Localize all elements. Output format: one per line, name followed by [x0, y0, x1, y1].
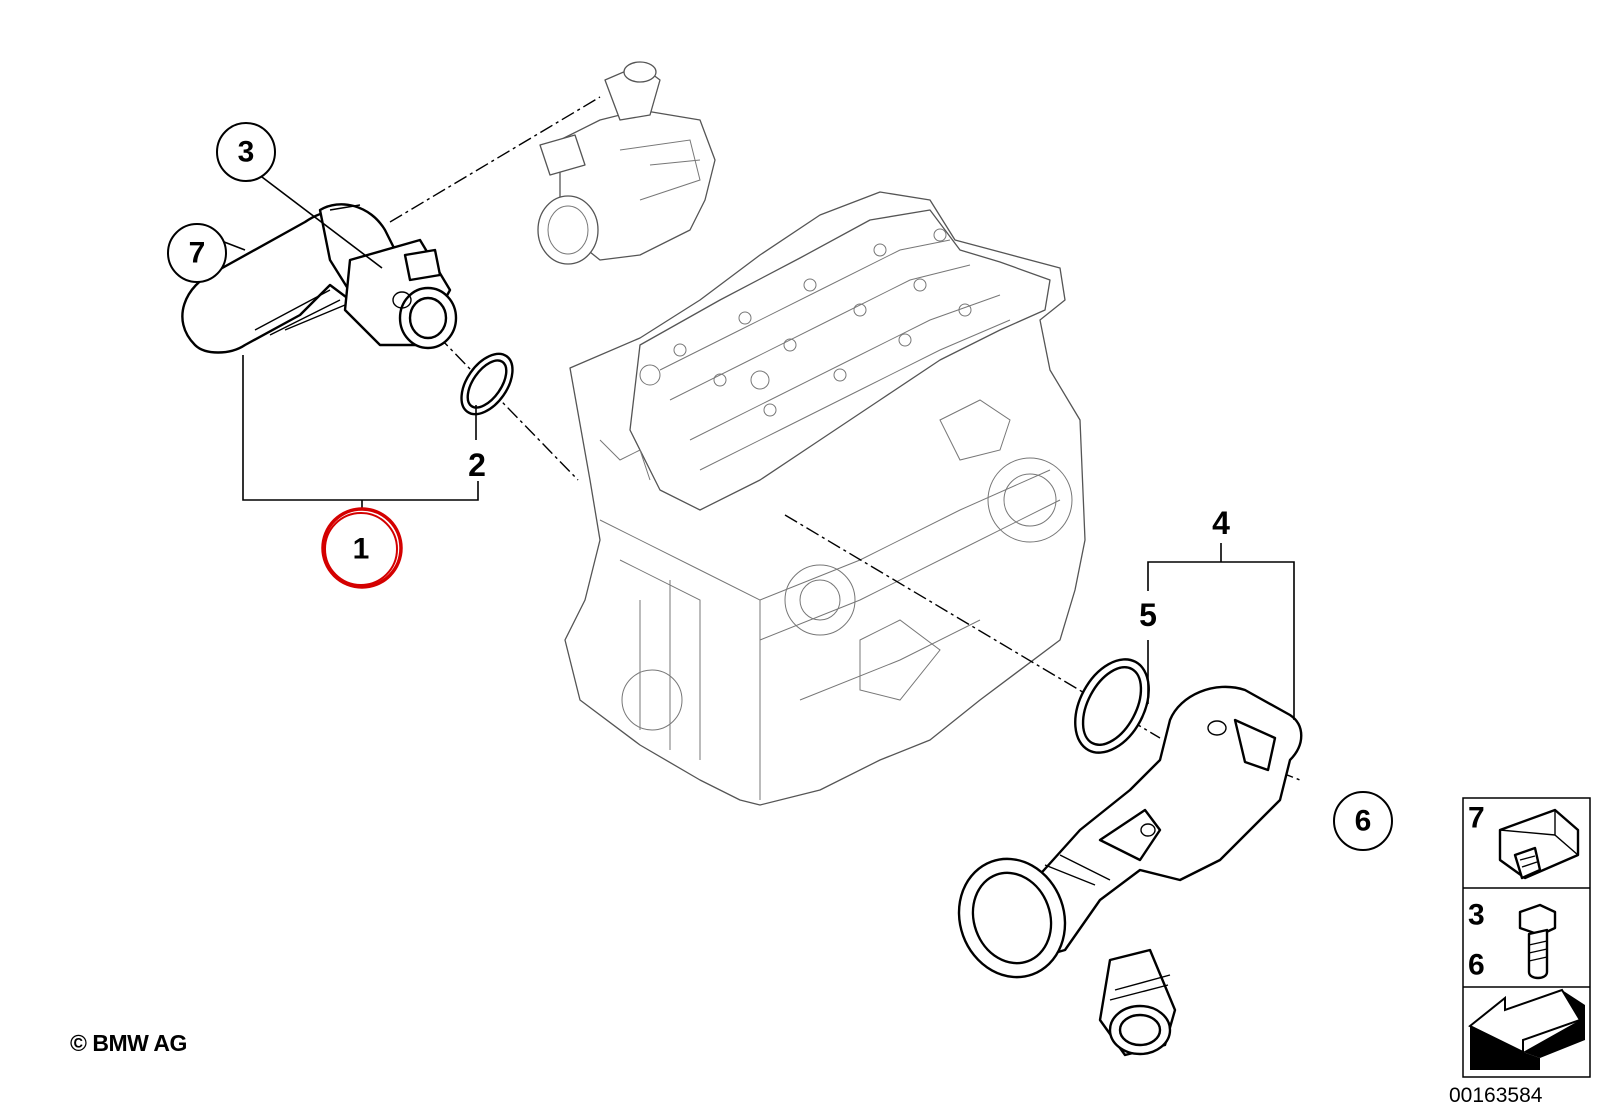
outlet-pipe-part	[957, 685, 1303, 1057]
callout-2[interactable]: 2	[468, 447, 486, 483]
o-ring-part-2	[460, 352, 514, 416]
copyright-notice: © BMW AG	[70, 1030, 187, 1056]
engine-block	[564, 191, 1086, 806]
callout-5[interactable]: 5	[1139, 597, 1157, 633]
legend-box: 7 3 6	[1462, 797, 1591, 1078]
callout-4[interactable]: 4	[1212, 505, 1230, 541]
arrow-icon	[1468, 988, 1585, 1070]
callout-6[interactable]: 6	[1333, 791, 1393, 851]
callout-3-label: 3	[238, 136, 255, 169]
callout-3[interactable]: 3	[216, 122, 276, 182]
callout-1-highlighted[interactable]: 1	[321, 507, 403, 589]
water-pump	[537, 61, 716, 265]
diagram-number: 00163584	[1449, 1084, 1543, 1107]
callout-7[interactable]: 7	[167, 223, 227, 283]
hose-clamp-icon	[1498, 808, 1580, 880]
callout-1-label: 1	[353, 533, 370, 566]
legend-row-2-label-bottom: 6	[1468, 949, 1485, 982]
callout-2-label: 2	[468, 447, 486, 483]
leader-lines	[218, 173, 1295, 720]
callout-6-label: 6	[1355, 805, 1372, 838]
legend-row-2-label-top: 3	[1468, 899, 1485, 932]
hose-pipe-part	[181, 203, 458, 354]
callout-7-label: 7	[189, 237, 206, 270]
o-ring-part-5	[1074, 658, 1150, 754]
bolt-icon	[1518, 903, 1557, 980]
legend-row-1-label: 7	[1468, 802, 1485, 835]
callout-4-label: 4	[1212, 505, 1230, 541]
callout-5-label: 5	[1139, 597, 1157, 633]
